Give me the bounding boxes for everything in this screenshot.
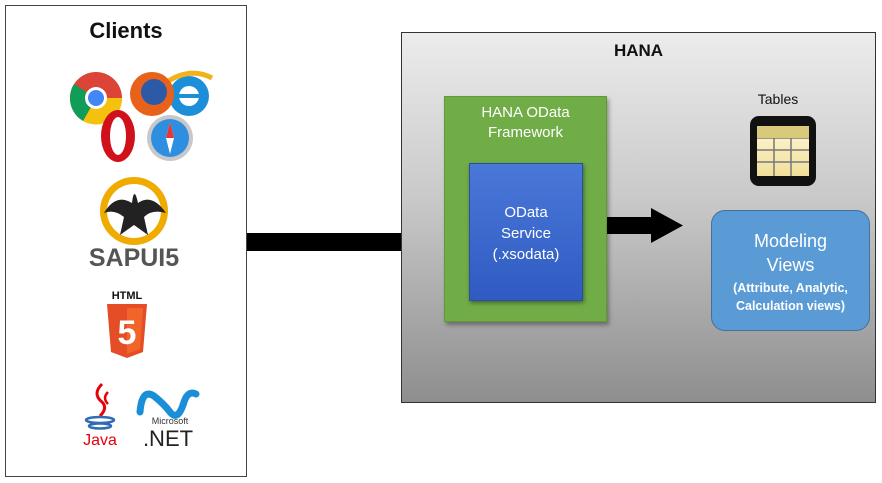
java-text: Java	[83, 432, 117, 448]
clients-title: Clients	[89, 18, 163, 43]
hana-odata-framework: HANA OData Framework OData Service (.xso…	[444, 96, 607, 322]
framework-label: HANA OData Framework	[445, 103, 606, 143]
net-text: .NET	[143, 426, 193, 448]
modeling-title-line2: Views	[766, 255, 815, 275]
html5-number: 5	[118, 314, 137, 352]
microsoft-text: Microsoft	[152, 416, 189, 426]
dotnet-logo-icon: Microsoft .NET	[136, 389, 200, 448]
arrow-right-icon	[607, 208, 683, 243]
hana-title: HANA	[613, 41, 664, 60]
service-label: OData Service (.xsodata)	[470, 202, 582, 265]
service-label-line3: (.xsodata)	[492, 246, 560, 263]
html-text: HTML	[112, 290, 143, 302]
table-icon	[750, 116, 816, 186]
service-label-line2: Service	[500, 225, 552, 242]
sapui5-text: SAPUI5	[89, 244, 179, 272]
service-label-line1: OData	[504, 204, 548, 221]
modeling-views: Modeling Views (Attribute, Analytic, Cal…	[711, 210, 870, 331]
html5-logo-icon: HTML 5	[107, 290, 147, 358]
odata-service: OData Service (.xsodata)	[469, 163, 583, 301]
java-logo-icon: Java	[83, 382, 117, 448]
modeling-sub-line1: (Attribute, Analytic,	[733, 281, 848, 295]
browser-logos-icon	[69, 70, 214, 162]
modeling-views-title: Modeling Views	[712, 229, 869, 277]
sapui5-logo-icon: SAPUI5	[89, 177, 179, 272]
modeling-title-line1: Modeling	[753, 231, 828, 251]
clients-panel: Clients SAPUI5 HTML 5	[5, 5, 247, 477]
modeling-sub-line2: Calculation views)	[735, 299, 846, 313]
tables-label: Tables	[757, 91, 799, 107]
framework-label-line1: HANA OData	[481, 104, 570, 121]
modeling-views-subtitle: (Attribute, Analytic, Calculation views)	[712, 279, 869, 315]
framework-label-line2: Framework	[487, 124, 563, 141]
